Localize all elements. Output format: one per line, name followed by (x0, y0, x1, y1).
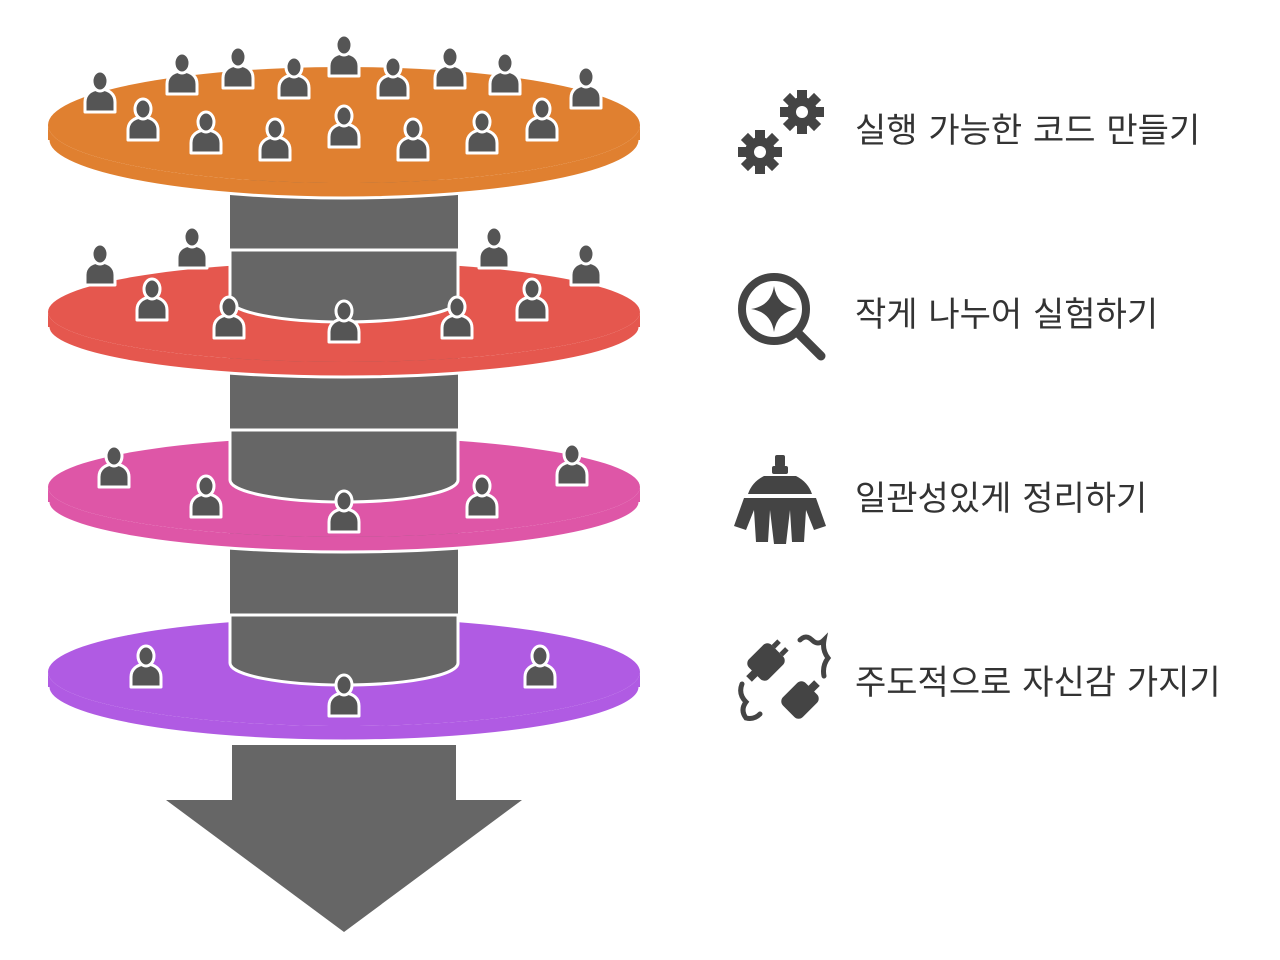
person-icon (477, 225, 511, 270)
layer-2-disc (46, 225, 642, 379)
person-icon (83, 69, 117, 114)
layer-4-label: 주도적으로 자신감 가지기 (855, 663, 1221, 703)
person-icon (433, 45, 467, 90)
layer-4-disc (46, 613, 642, 743)
person-icon (97, 444, 131, 489)
person-icon (488, 51, 522, 96)
broom-icon (734, 455, 826, 544)
layer-2-label: 작게 나누어 실험하기 (855, 295, 1159, 335)
person-icon (83, 242, 117, 287)
layer-1-label: 실행 가능한 코드 만들기 (855, 111, 1201, 151)
down-arrow (166, 745, 522, 932)
person-icon (175, 225, 209, 270)
person-icon (555, 442, 589, 487)
gears-icon (738, 90, 824, 174)
person-icon (327, 33, 361, 78)
person-icon (221, 45, 255, 90)
plug-connect-icon (738, 632, 832, 721)
layer-1-disc (46, 33, 642, 200)
person-icon (569, 242, 603, 287)
person-icon (376, 55, 410, 100)
person-icon (569, 65, 603, 110)
layer-3-disc (46, 428, 642, 554)
person-icon (277, 55, 311, 100)
layer-3-label: 일관성있게 정리하기 (855, 479, 1148, 519)
sparkle-search-icon (738, 273, 826, 361)
person-icon (165, 51, 199, 96)
